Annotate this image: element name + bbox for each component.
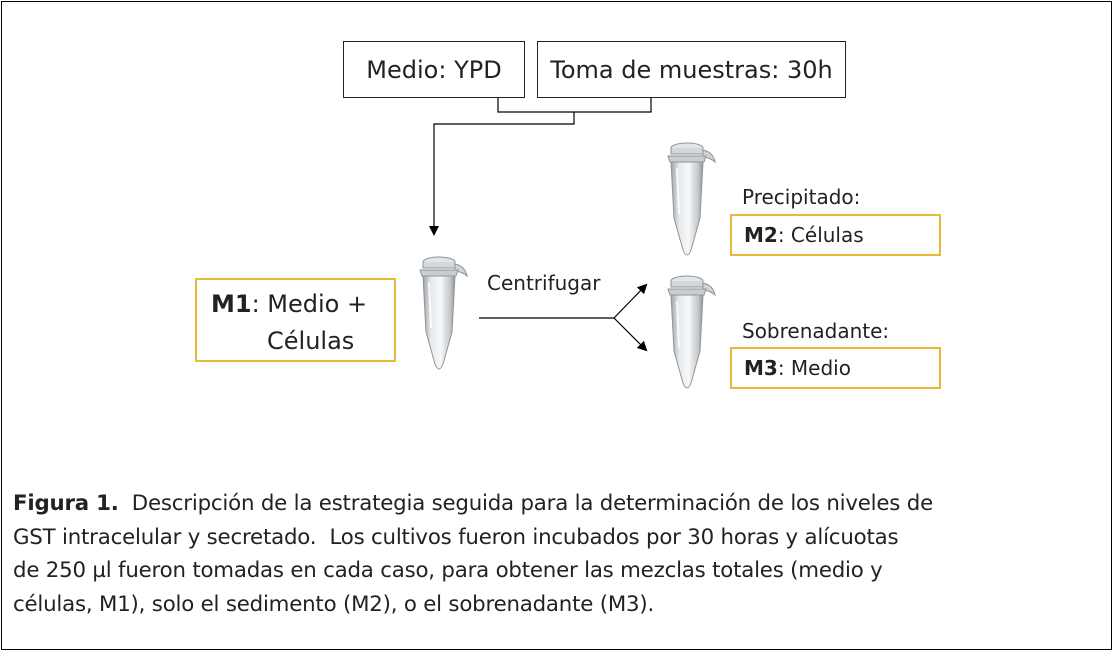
tube-icon	[419, 256, 468, 370]
m1-tag: M1	[211, 290, 252, 318]
precipitate-label: Precipitado:	[742, 185, 861, 209]
centrifuge-label: Centrifugar	[487, 271, 601, 295]
tube-icon	[667, 275, 716, 389]
m3-tag: M3	[744, 356, 778, 380]
m2-tag: M2	[744, 223, 778, 247]
bracket-line	[497, 98, 652, 113]
m3-text: : Medio	[777, 356, 851, 380]
caption-line-3: de 250 µl fueron tomadas en cada caso, p…	[13, 558, 883, 584]
m1-text: : Medio +	[251, 290, 368, 318]
supernatant-label: Sobrenadante:	[742, 319, 890, 343]
caption-line-1: Figura 1. Descripción de la estrategia s…	[13, 487, 1103, 521]
tube-icon	[667, 142, 716, 256]
caption-text: Descripción de la estrategia seguida par…	[118, 491, 933, 516]
caption-line-2: GST intracelular y secretado. Los cultiv…	[13, 524, 899, 550]
arrow-to-precipitate	[613, 283, 648, 319]
sampling-time-box: Toma de muestras: 30h	[537, 41, 846, 98]
m2-text: : Células	[777, 223, 864, 247]
m3-box: M3: Medio	[730, 347, 941, 389]
m2-box: M2: Células	[730, 214, 941, 256]
m1-line1: M1: Medio +	[211, 290, 367, 318]
medium-box: Medio: YPD	[343, 41, 525, 98]
m1-box: M1: Medio + Células	[195, 278, 396, 362]
caption-line-4: células, M1), solo el sedimento (M2), o …	[13, 592, 655, 618]
m1-line2: Células	[267, 327, 355, 355]
caption-label: Figura 1.	[13, 491, 119, 516]
figure-caption: Figura 1. Descripción de la estrategia s…	[13, 487, 1103, 622]
arrow-to-supernatant	[613, 317, 648, 352]
connector-arrow	[429, 112, 575, 236]
